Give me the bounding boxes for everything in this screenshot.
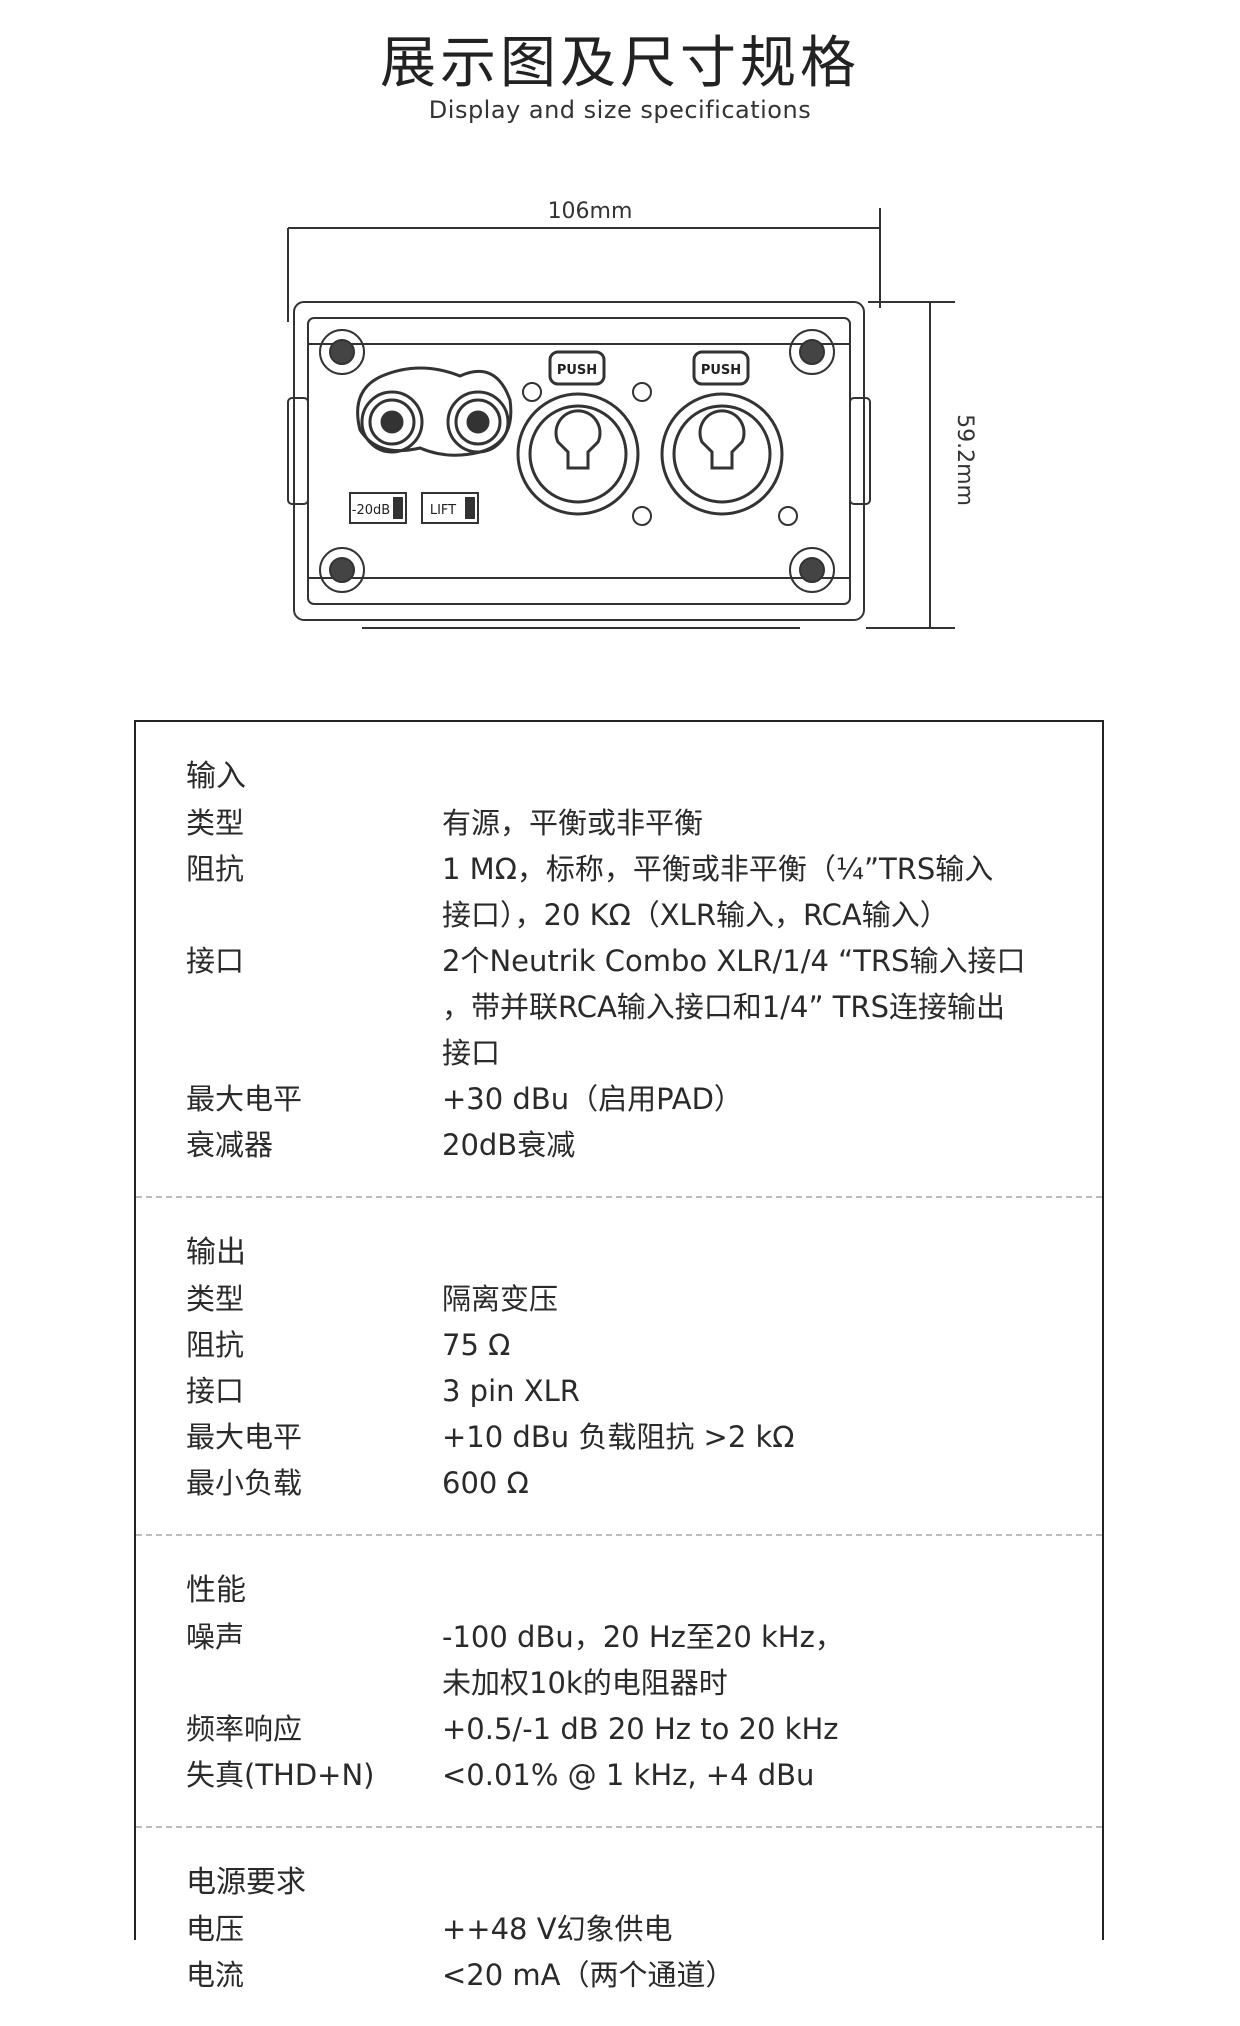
spec-key: 最大电平 — [186, 1420, 303, 1454]
spec-value: <20 mA（两个通道） — [442, 1958, 735, 1992]
spec-row: 失真(THD+N) <0.01% @ 1 kHz, +4 dBu — [136, 1752, 1102, 1798]
spec-section-output: 输出 类型 隔离变压 阻抗 75 Ω 接口 3 pin XLR 最大电平 +10 dBu… — [136, 1198, 1102, 1536]
spec-value: 有源，平衡或非平衡 — [442, 806, 704, 840]
spec-section-power: 电源要求 电压 ++48 V幻象供电 电流 <20 mA（两个通道） — [136, 1828, 1102, 2026]
section-title: 输出 — [186, 1235, 246, 1270]
spec-key: 噪声 — [186, 1620, 245, 1654]
spec-value: +30 dBu（启用PAD） — [442, 1082, 743, 1116]
spec-value: -100 dBu，20 Hz至20 kHz， 未加权10k的电阻器时 — [442, 1620, 844, 1700]
spec-row: 最大电平 +10 dBu 负载阻抗 >2 kΩ — [136, 1414, 1102, 1460]
lift-switch-label: LIFT — [430, 503, 456, 518]
spec-row: 频率响应 +0.5/-1 dB 20 Hz to 20 kHz — [136, 1706, 1102, 1752]
spec-key: 类型 — [186, 1282, 245, 1316]
spec-row: 电压 ++48 V幻象供电 — [136, 1906, 1102, 1952]
section-title: 性能 — [186, 1573, 246, 1608]
spec-key: 频率响应 — [186, 1712, 303, 1746]
page-subtitle: Display and size specifications — [428, 96, 812, 124]
combo-xlr-connector — [660, 350, 784, 516]
spec-key: 电流 — [186, 1958, 245, 1992]
spec-row: 衰减器 20dB衰减 — [136, 1122, 1102, 1168]
device-enclosure — [293, 301, 865, 621]
spec-key: 阻抗 — [186, 852, 245, 886]
spec-key: 接口 — [186, 1374, 245, 1408]
section-title: 电源要求 — [186, 1865, 306, 1900]
pad-switch-label: -20dB — [352, 503, 390, 518]
spec-value: ++48 V幻象供电 — [442, 1912, 673, 1946]
spec-key: 最小负载 — [186, 1466, 303, 1500]
spec-row: 接口 3 pin XLR — [136, 1368, 1102, 1414]
spec-row: 阻抗 1 MΩ，标称，平衡或非平衡（¼”TRS输入 接口），20 KΩ（XLR输入… — [136, 846, 1102, 938]
width-dimension-label: 106mm — [548, 199, 633, 224]
spec-value: 隔离变压 — [442, 1282, 559, 1316]
spec-key: 阻抗 — [186, 1328, 245, 1362]
spec-row: 阻抗 75 Ω — [136, 1322, 1102, 1368]
spec-key: 衰减器 — [186, 1128, 274, 1162]
spec-key: 接口 — [186, 944, 245, 978]
combo-xlr-connector — [516, 350, 640, 516]
rca-jack-pair — [356, 366, 513, 457]
spec-value: 600 Ω — [442, 1466, 529, 1500]
screw-icon — [319, 329, 835, 593]
spec-row: 接口 2个Neutrik Combo XLR/1/4 “TRS输入接口 ，带并联R… — [136, 938, 1102, 1076]
spec-row: 最大电平 +30 dBu（启用PAD） — [136, 1076, 1102, 1122]
spec-value: 2个Neutrik Combo XLR/1/4 “TRS输入接口 ，带并联RCA… — [442, 944, 1026, 1070]
spec-row: 最小负载 600 Ω — [136, 1460, 1102, 1506]
spec-key: 最大电平 — [186, 1082, 303, 1116]
spec-value: <0.01% @ 1 kHz, +4 dBu — [442, 1758, 815, 1792]
height-dimension-label: 59.2mm — [952, 414, 977, 506]
pad-switch — [349, 492, 407, 524]
lift-switch — [421, 492, 479, 524]
spec-value: +0.5/-1 dB 20 Hz to 20 kHz — [442, 1712, 839, 1746]
spec-key: 类型 — [186, 806, 245, 840]
spec-value: 1 MΩ，标称，平衡或非平衡（¼”TRS输入 接口），20 KΩ（XLR输入，R… — [442, 852, 994, 932]
spec-key: 失真(THD+N) — [186, 1758, 375, 1792]
spec-section-performance: 性能 噪声-100 dBu，20 Hz至20 kHz， 未加权10k的电阻器时 … — [136, 1536, 1102, 1828]
push-label-1: PUSH — [557, 363, 597, 378]
spec-row: 类型 有源，平衡或非平衡 — [136, 800, 1102, 846]
spec-table: 输入 类型 有源，平衡或非平衡 阻抗 1 MΩ，标称，平衡或非平衡（¼”TRS输入 … — [134, 720, 1104, 1992]
device-dimension-diagram: -20dB LIFT PUSH PUSH 106mm 59.2mm — [287, 199, 977, 629]
spec-row: 类型 隔离变压 — [136, 1276, 1102, 1322]
page-title: 展示图及尺寸规格 — [380, 31, 860, 96]
spec-value: 3 pin XLR — [442, 1374, 580, 1408]
spec-row: 噪声 -100 dBu，20 Hz至20 kHz， 未加权10k的电阻器时 — [136, 1614, 1102, 1706]
spec-row: 电流 <20 mA（两个通道） — [136, 1952, 1102, 1998]
section-title: 输入 — [186, 759, 246, 794]
spec-value: 75 Ω — [442, 1328, 511, 1362]
spec-section-input: 输入 类型 有源，平衡或非平衡 阻抗 1 MΩ，标称，平衡或非平衡（¼”TRS输入 … — [136, 722, 1102, 1198]
spec-value: 20dB衰减 — [442, 1128, 576, 1162]
spec-value: +10 dBu 负载阻抗 >2 kΩ — [442, 1420, 795, 1454]
push-label-2: PUSH — [701, 363, 741, 378]
spec-key: 电压 — [186, 1912, 245, 1946]
